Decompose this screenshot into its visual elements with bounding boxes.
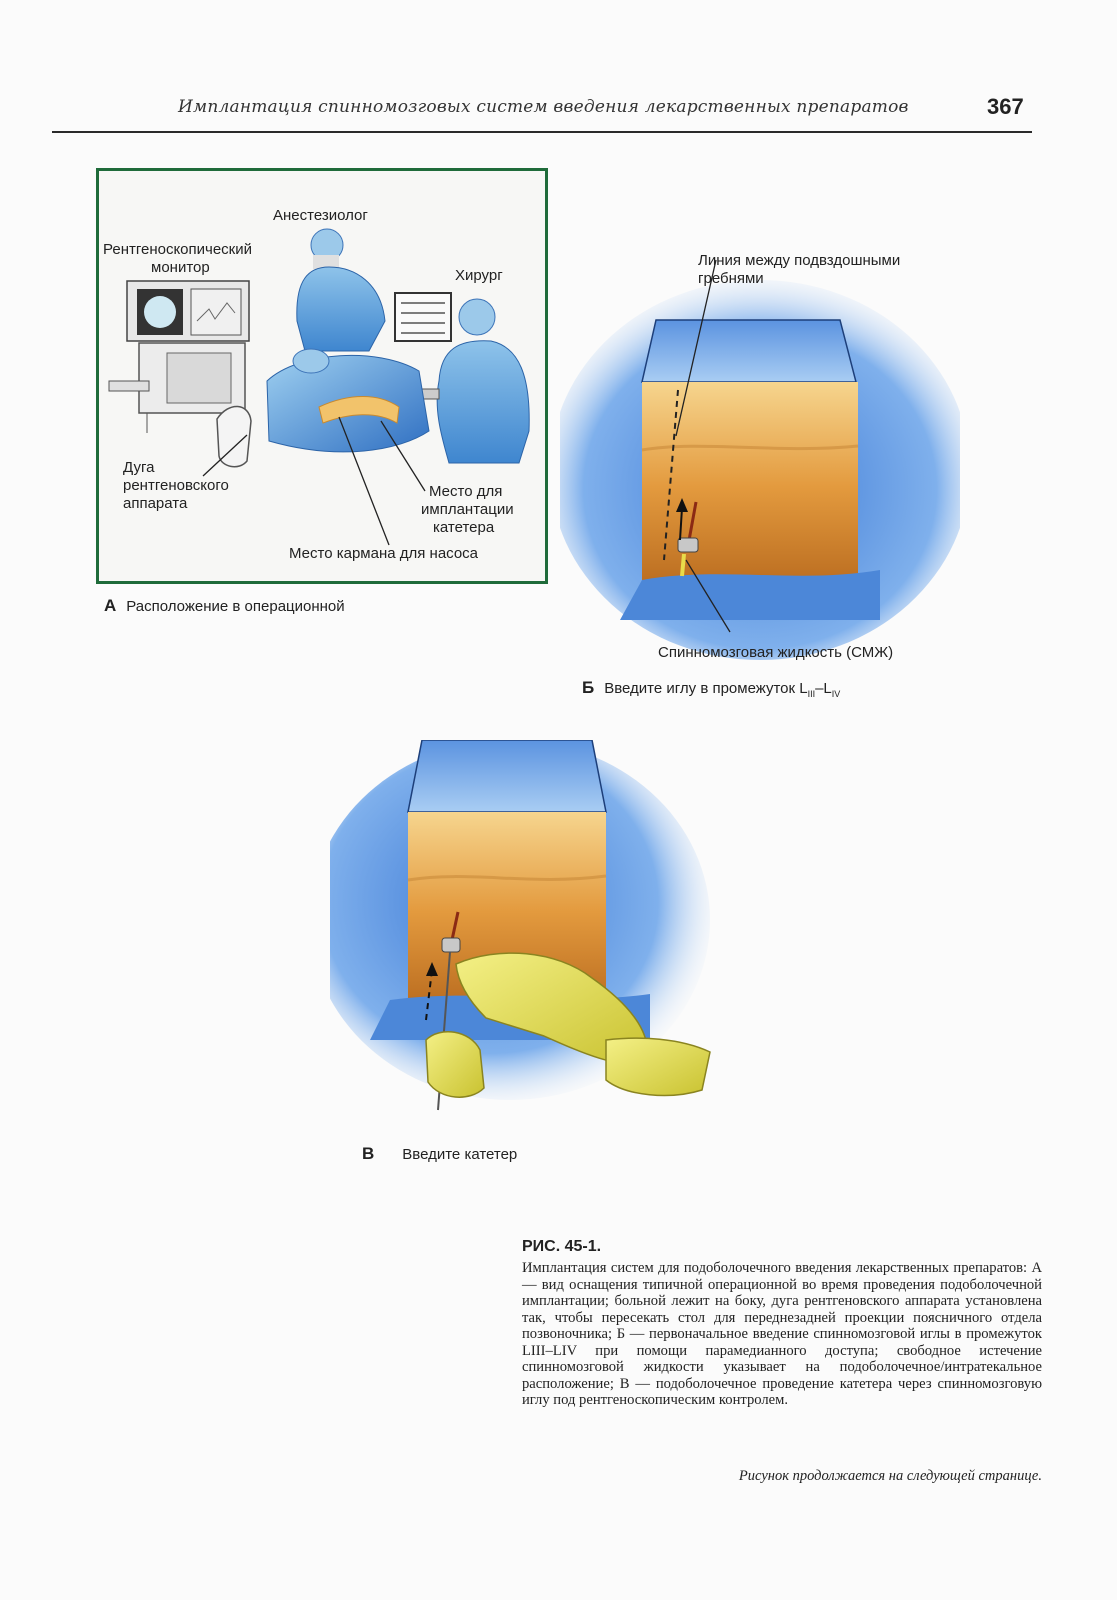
panel-b-letter: Б <box>582 678 595 697</box>
label-site-line1: Место для <box>429 483 503 500</box>
panel-b-sub-2: IV <box>831 689 841 699</box>
operating-room-illustration <box>108 228 530 546</box>
panel-b-caption: Б Введите иглу в промежуток LIII–LIV <box>582 678 840 699</box>
label-iliac-line-2: гребнями <box>698 270 764 287</box>
panel-b-illustration <box>560 259 960 660</box>
panel-b-dash: –L <box>815 680 832 697</box>
panel-c-illustration <box>330 740 711 1111</box>
label-pump-pocket: Место кармана для насоса <box>289 545 479 562</box>
label-anesthesiologist: Анестезиолог <box>273 207 368 224</box>
panel-a-illustration-frame: Анестезиолог Рентгеноскопический монитор… <box>96 168 548 584</box>
label-arc-line2: рентгеновского <box>123 477 229 494</box>
label-site-line3: катетера <box>433 519 495 536</box>
label-iliac-line-1: Линия между подвздошными <box>698 252 901 269</box>
panel-a-letter: А <box>104 596 117 615</box>
panel-c-letter: В <box>362 1144 375 1163</box>
page-number: 367 <box>987 94 1024 119</box>
panel-a-caption: А Расположение в операционной <box>104 596 345 616</box>
label-monitor-line1: Рентгеноскопический <box>103 241 253 258</box>
panel-c-caption-text: Введите катетер <box>402 1146 518 1163</box>
label-surgeon: Хирург <box>455 267 503 284</box>
header-rule <box>52 131 1032 133</box>
label-arc-line3: аппарата <box>123 495 188 512</box>
panel-c-caption: В Введите катетер <box>362 1144 517 1164</box>
label-monitor-line2: монитор <box>151 259 210 276</box>
panel-b-sub-1: III <box>807 689 816 699</box>
label-csf: Спинномозговая жидкость (СМЖ) <box>658 644 894 661</box>
figure-title: РИС. 45-1. <box>522 1238 602 1255</box>
running-title: Имплантация спинномозговых систем введен… <box>178 97 909 117</box>
figure-continued-note: Рисунок продолжается на следующей страни… <box>738 1468 1042 1484</box>
panel-a-caption-text: Расположение в операционной <box>126 598 345 615</box>
label-arc-line1: Дуга <box>123 459 155 476</box>
figure-description: Имплантация систем для подоболочечного в… <box>522 1260 1042 1408</box>
panel-b-caption-text: Введите иглу в промежуток L <box>604 680 808 697</box>
label-site-line2: имплантации <box>421 501 514 518</box>
